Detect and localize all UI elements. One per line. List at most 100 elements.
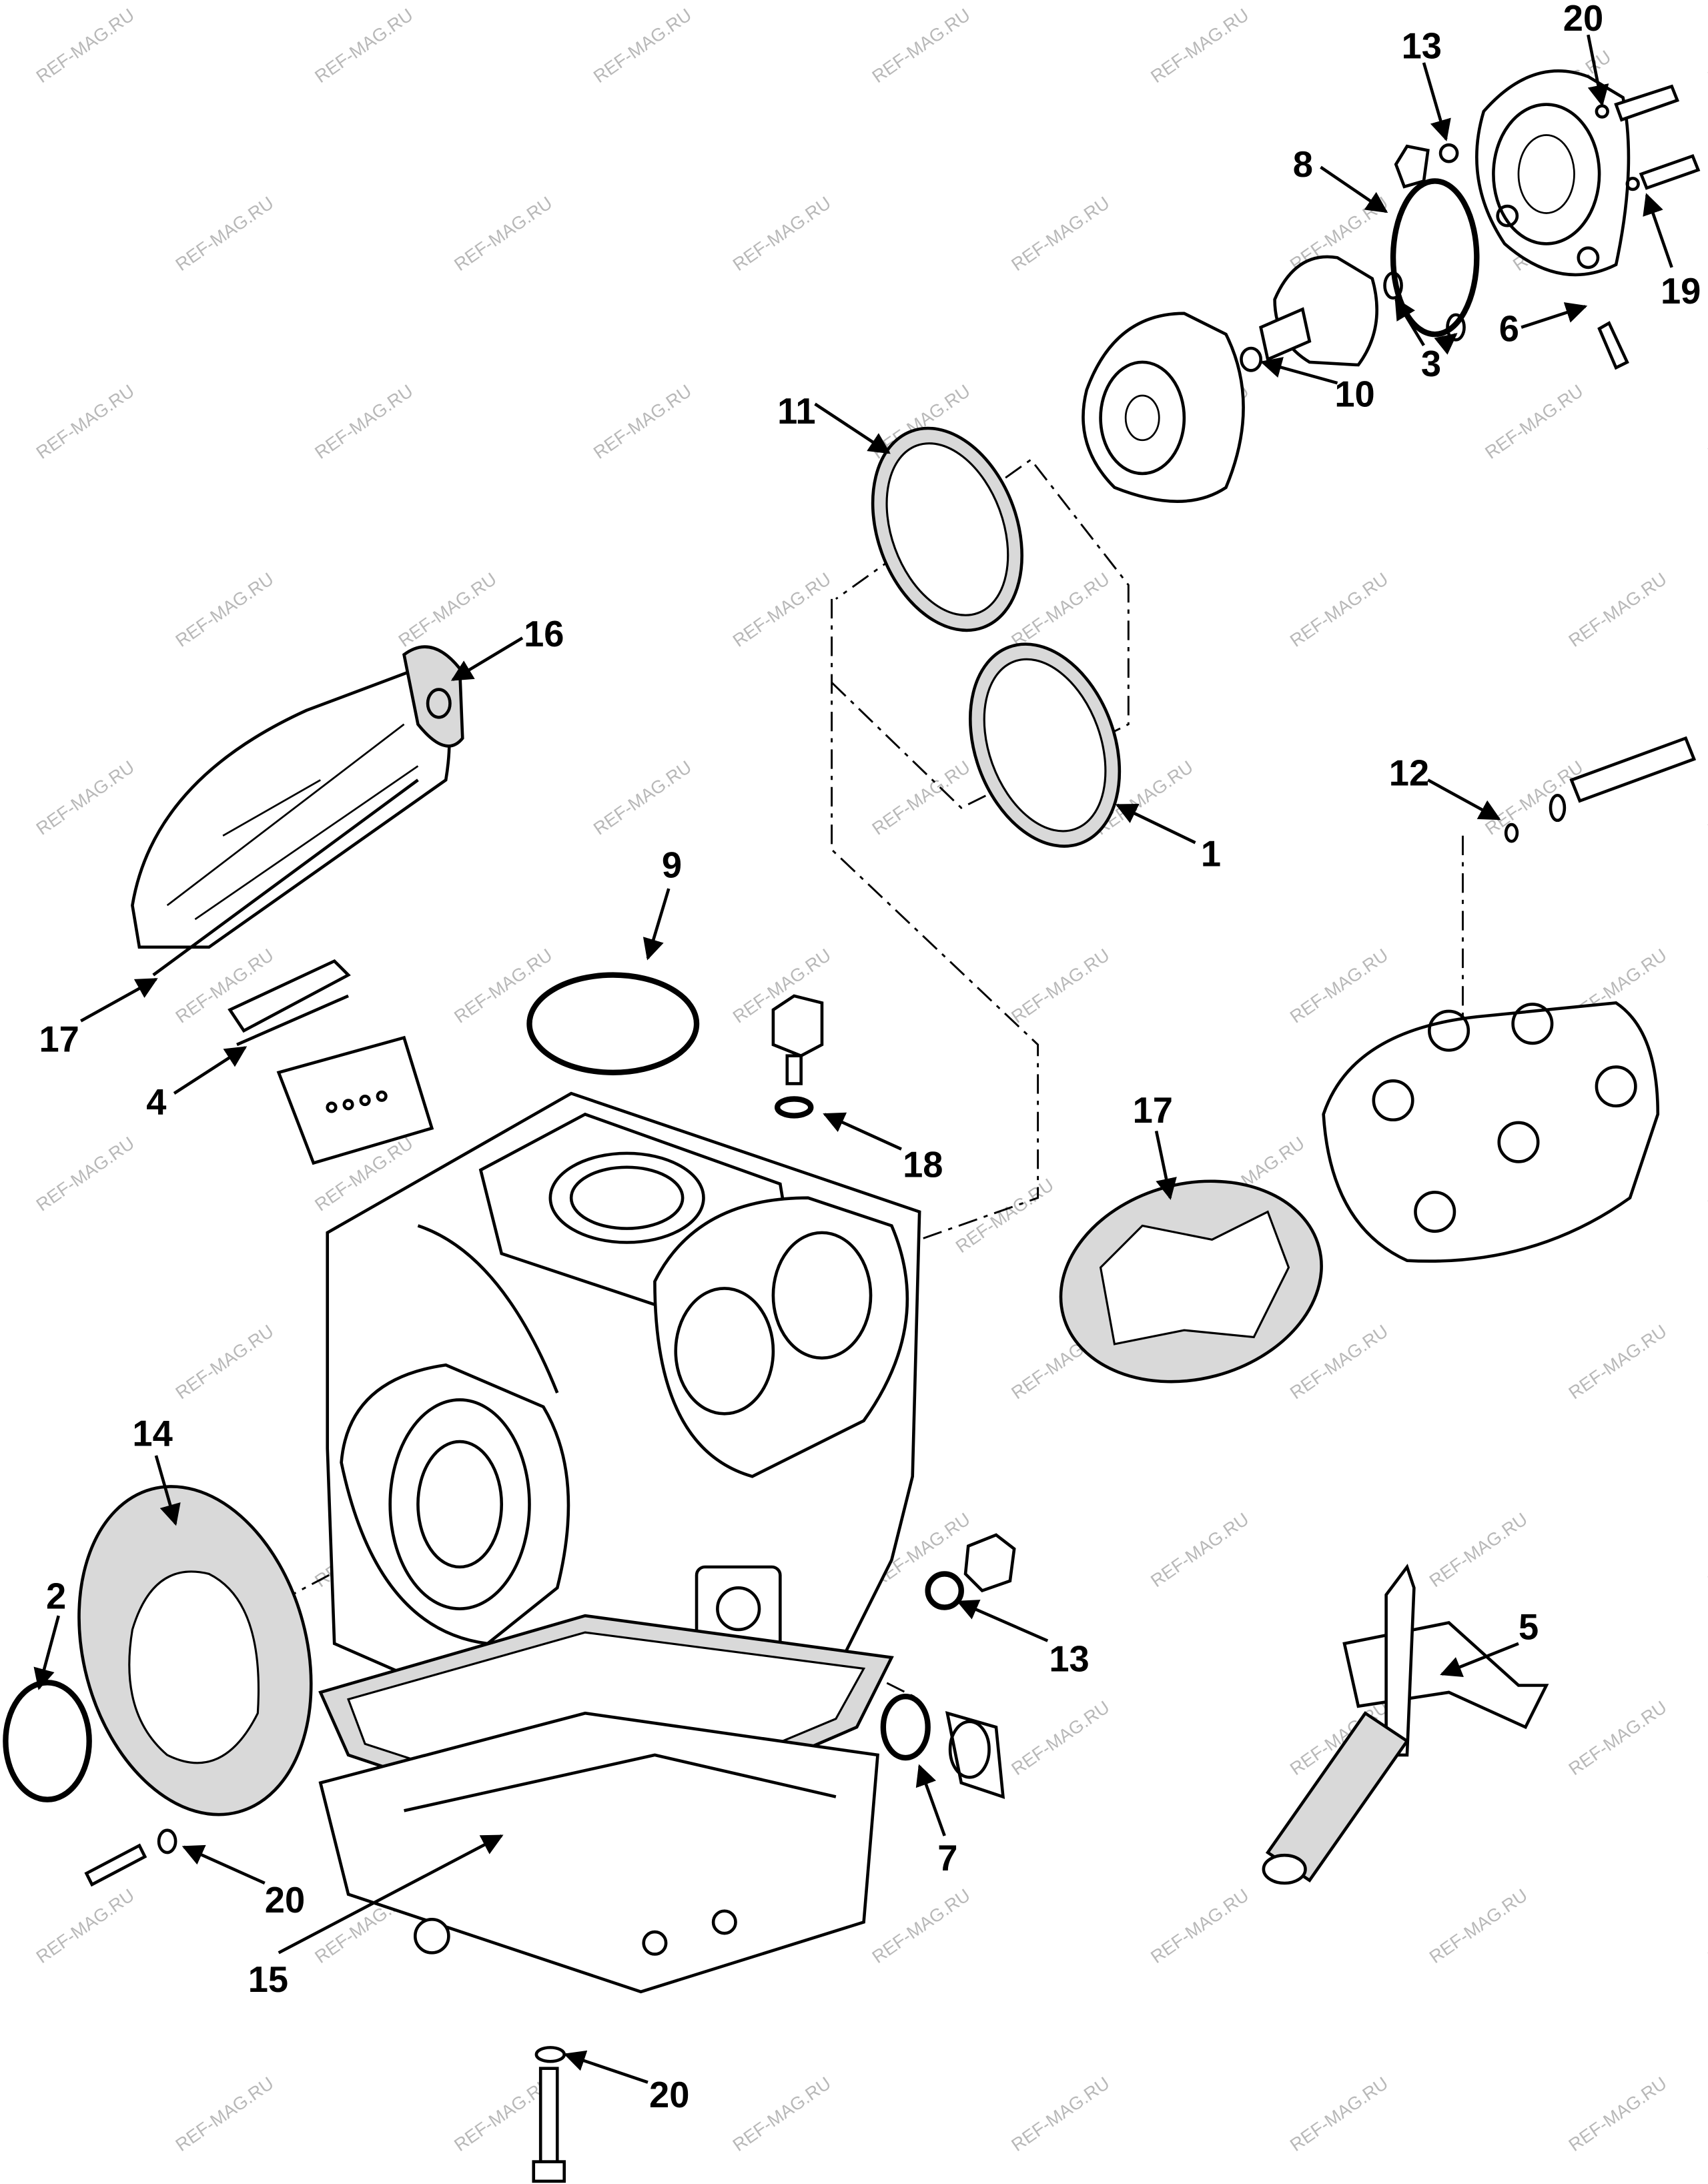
callout-11: 11 (777, 391, 815, 432)
watermark-text: REF-MAG.RU (171, 1320, 278, 1403)
watermark-text: REF-MAG.RU (1565, 1320, 1671, 1403)
watermark-text: REF-MAG.RU (1704, 4, 1708, 87)
gasket-17-right (1059, 1179, 1323, 1384)
watermark-text: REF-MAG.RU (171, 192, 278, 275)
cylinder-head-left (131, 645, 464, 977)
callout-18: 18 (903, 1144, 943, 1185)
o-ring-8 (1390, 178, 1480, 338)
callout-20-left: 20 (265, 1880, 305, 1921)
watermark-text: REF-MAG.RU (1007, 2073, 1114, 2155)
callout-3: 3 (1421, 344, 1441, 384)
callout-labels: 13 20 8 19 6 3 10 11 16 12 1 9 17 4 18 1… (39, 0, 1701, 2115)
watermark-text: REF-MAG.RU (450, 192, 556, 275)
watermark-text: REF-MAG.RU (590, 756, 696, 839)
plug-18 (771, 994, 824, 1119)
o-ring-3a (1383, 271, 1403, 300)
watermark-text: REF-MAG.RU (1425, 1884, 1531, 1967)
watermark-text: REF-MAG.RU (1007, 1696, 1114, 1779)
oil-pump-cover (1475, 69, 1631, 277)
watermark-text: REF-MAG.RU (951, 1174, 1057, 1257)
watermark-text: REF-MAG.RU (32, 4, 138, 87)
callout-4: 4 (146, 1081, 166, 1122)
watermark-text: REF-MAG.RU (1704, 1508, 1708, 1591)
watermark-text: REF-MAG.RU (1425, 1508, 1531, 1591)
watermark-text: REF-MAG.RU (1007, 568, 1114, 651)
watermark-text: REF-MAG.RU (1565, 2073, 1671, 2155)
watermark-text: REF-MAG.RU (32, 1884, 138, 1967)
callout-15: 15 (248, 1959, 288, 2000)
oil-strainer-5 (1262, 1564, 1549, 1885)
bearing-head (1082, 312, 1245, 503)
callout-20-bottom: 20 (649, 2075, 689, 2115)
watermark-text: REF-MAG.RU (1704, 380, 1708, 463)
watermark-text: REF-MAG.RU (1147, 4, 1253, 87)
watermark-text: REF-MAG.RU (394, 568, 500, 651)
watermark-text: REF-MAG.RU (1286, 2073, 1392, 2155)
watermark-text: REF-MAG.RU (171, 2073, 278, 2155)
gasket-14 (77, 1485, 313, 1816)
watermark-text: REF-MAG.RU (1481, 380, 1587, 463)
watermark-text: REF-MAG.RU (32, 756, 138, 839)
cylinder-liner (276, 1035, 434, 1165)
watermark-text: REF-MAG.RU (1565, 1696, 1671, 1779)
watermark-text: REF-MAG.RU (1147, 1884, 1253, 1967)
watermark-text: REF-MAG.RU (1147, 1508, 1253, 1591)
watermark-text: REF-MAG.RU (32, 380, 138, 463)
watermark-text: REF-MAG.RU (1286, 945, 1392, 1027)
callout-17-left: 17 (39, 1019, 79, 1059)
callout-19: 19 (1661, 271, 1701, 312)
callout-13: 13 (1402, 26, 1442, 67)
watermark-text: REF-MAG.RU (729, 2073, 835, 2155)
watermark-text: REF-MAG.RU (729, 192, 835, 275)
watermark-text: REF-MAG.RU (590, 4, 696, 87)
watermark-text: REF-MAG.RU (1481, 756, 1587, 839)
callout-12: 12 (1389, 753, 1429, 794)
oil-pan-base (318, 1711, 879, 1994)
watermark-text: REF-MAG.RU (450, 945, 556, 1027)
bolt-20-bottom (532, 2046, 566, 2183)
callout-arrows (33, 34, 1673, 2084)
cylinder-head-right (1322, 1001, 1660, 1263)
callout-5: 5 (1519, 1607, 1539, 1648)
bolts-top-right (1595, 84, 1701, 370)
watermark-text: REF-MAG.RU (1286, 568, 1392, 651)
callout-2: 2 (46, 1576, 66, 1617)
watermark-text: REF-MAG.RU (729, 568, 835, 651)
callout-13-side: 13 (1049, 1639, 1089, 1680)
callout-1: 1 (1201, 834, 1221, 875)
callout-6: 6 (1499, 309, 1519, 350)
callout-9: 9 (662, 845, 682, 885)
watermark-text: REF-MAG.RU (171, 568, 278, 651)
watermark-text: REF-MAG.RU (868, 1884, 974, 1967)
watermark-text: REF-MAG.RU (590, 380, 696, 463)
bolt-12 (1504, 736, 1697, 843)
callout-8: 8 (1293, 144, 1313, 185)
watermark-text: REF-MAG.RU (1007, 945, 1114, 1027)
watermark-text: REF-MAG.RU (1704, 1884, 1708, 1967)
bolt-20-left (84, 1828, 177, 1887)
sight-glass-7 (880, 1694, 1005, 1799)
watermark-text: REF-MAG.RU (1704, 1133, 1708, 1215)
watermark-text: REF-MAG.RU (1286, 1320, 1392, 1403)
watermark-text: REF-MAG.RU (1007, 192, 1114, 275)
callout-10: 10 (1334, 374, 1374, 415)
o-ring-9 (526, 972, 700, 1075)
gasket-1 (968, 642, 1122, 848)
oil-pump-gear (1259, 255, 1378, 367)
o-ring-10 (1240, 346, 1262, 372)
o-ring-2 (3, 1680, 92, 1802)
watermark-text: REF-MAG.RU (32, 1133, 138, 1215)
callout-20: 20 (1563, 0, 1603, 39)
plug-13-top (1394, 143, 1459, 189)
crankcase (326, 1091, 921, 1743)
callout-16: 16 (524, 614, 564, 654)
valve-plate-4 (228, 959, 351, 1047)
watermark-text: REF-MAG.RU (311, 380, 417, 463)
plug-13-side (925, 1533, 1016, 1610)
watermark-text: REF-MAG.RU (311, 4, 417, 87)
watermark-text: REF-MAG.RU (1565, 568, 1671, 651)
gasket-11 (871, 426, 1023, 632)
callout-17-right: 17 (1133, 1090, 1173, 1131)
